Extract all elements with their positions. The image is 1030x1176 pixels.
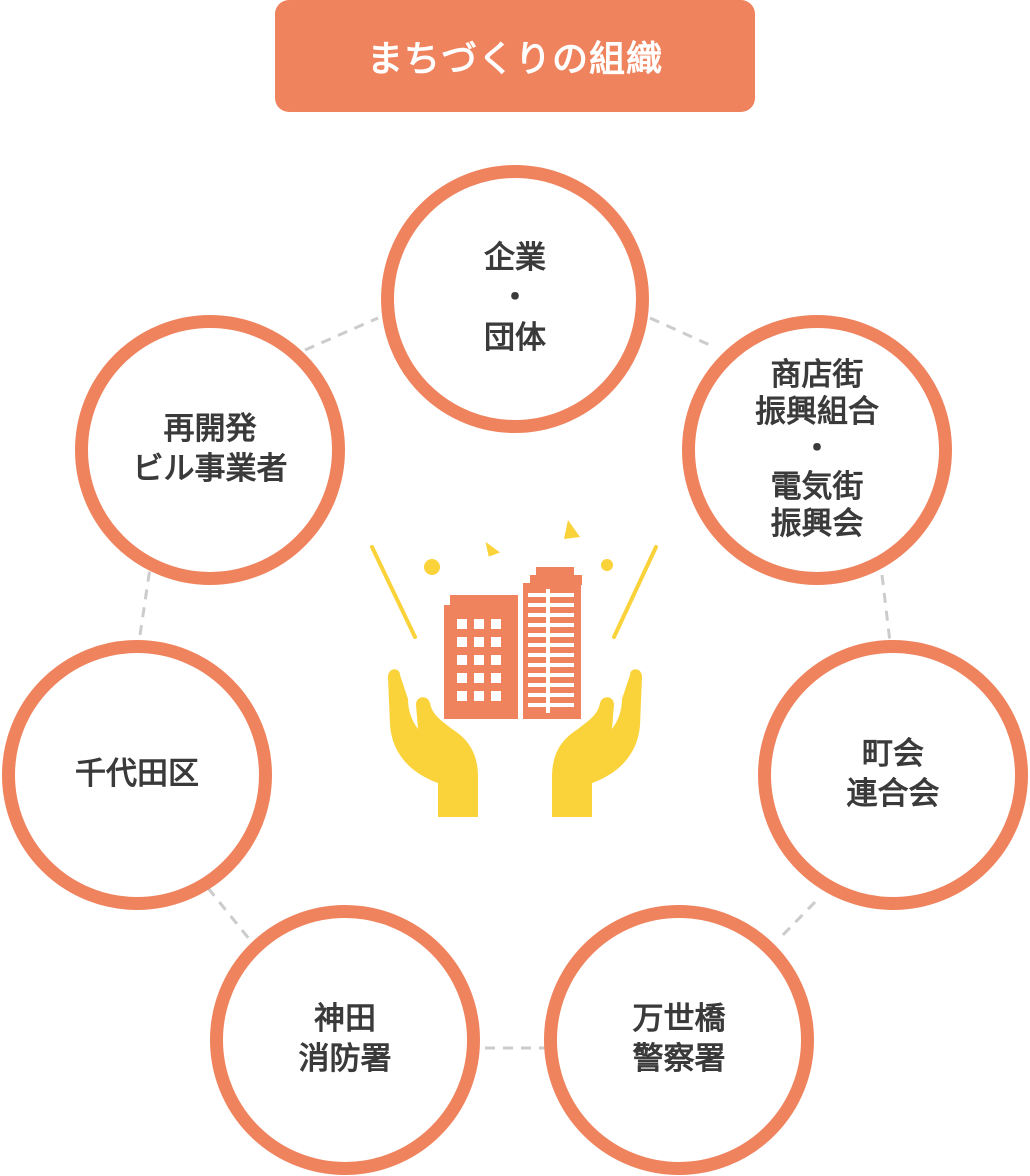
node-kigyo-dantai: 企業 ・ 団体 [381, 165, 649, 433]
node-mansei-bashi-police: 万世橋 警察署 [544, 905, 814, 1175]
node-label: 神田 消防署 [298, 1001, 392, 1077]
diagram-title: まちづくりの組織 [366, 39, 663, 80]
connector-kuyakusho-saikaihatsu [138, 567, 152, 636]
title-badge: まちづくりの組織 [275, 0, 755, 112]
node-shotengai-denkigai: 商店街 振興組合 ・ 電気街 振興会 [682, 315, 952, 585]
left-building-icon [444, 595, 518, 719]
hands-holding-buildings-icon [370, 520, 658, 817]
node-chiyoda-ku: 千代田区 [2, 640, 272, 910]
connector-shotengai-chokai [880, 574, 892, 643]
node-label: 商店街 振興組合 ・ 電気街 振興会 [755, 357, 879, 542]
right-hand-icon [552, 669, 642, 817]
node-label: 町会 連合会 [846, 736, 940, 812]
node-label: 万世橋 警察署 [632, 1001, 726, 1077]
connector-kigyo-shotengai [649, 316, 713, 348]
node-label: 千代田区 [75, 756, 199, 793]
connector-shobo-kuyakusho [206, 887, 252, 941]
node-label: 企業 ・ 団体 [484, 240, 546, 356]
node-redevelopment-building: 再開発 ビル事業者 [75, 315, 345, 585]
node-chokai-rengokai: 町会 連合会 [758, 640, 1028, 910]
node-label: 再開発 ビル事業者 [132, 411, 288, 487]
connector-saikaihatsu-kigyo [304, 316, 379, 352]
right-building-icon [523, 567, 582, 719]
connector-chokai-keisatsu [778, 900, 817, 940]
left-hand-icon [388, 669, 478, 817]
node-kanda-fire-station: 神田 消防署 [210, 905, 480, 1175]
